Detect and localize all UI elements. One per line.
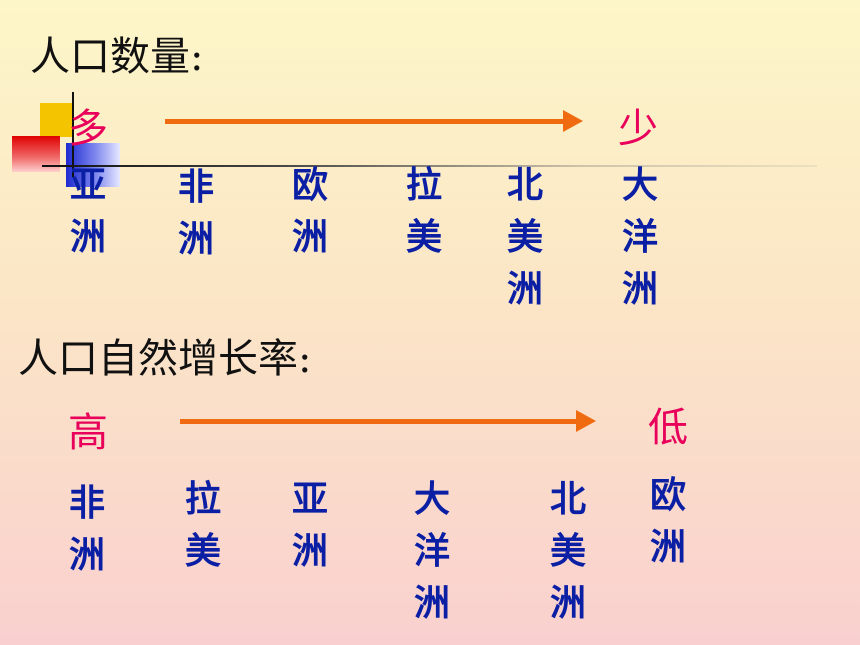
growth-rate-region-4: 大洋洲 [413,479,450,624]
growth-rate-region-2: 拉美 [184,479,221,572]
growth-rate-low-label: 低 [648,405,688,451]
growth-rate-region-5: 北美洲 [549,479,586,624]
population-arrow [165,110,583,132]
growth-rate-heading: 人口自然增长率: [18,336,312,382]
population-region-1: 亚洲 [69,165,106,258]
growth-rate-high-label: 高 [68,410,108,456]
growth-rate-arrow [180,410,596,432]
population-heading: 人口数量: [30,34,204,80]
population-region-3: 欧洲 [291,165,328,258]
decor-vertical-line [72,92,74,177]
population-high-label: 多 [68,106,108,152]
growth-rate-region-6: 欧洲 [649,475,686,568]
decor-horizontal-line [42,165,817,167]
population-low-label: 少 [618,106,658,152]
population-region-5: 北美洲 [506,165,543,310]
population-region-2: 非洲 [177,167,214,260]
population-region-6: 大洋洲 [621,165,658,310]
growth-rate-region-3: 亚洲 [291,479,328,572]
decor-yellow-square [40,103,74,137]
population-region-4: 拉美 [405,165,442,258]
growth-rate-region-1: 非洲 [68,483,105,576]
